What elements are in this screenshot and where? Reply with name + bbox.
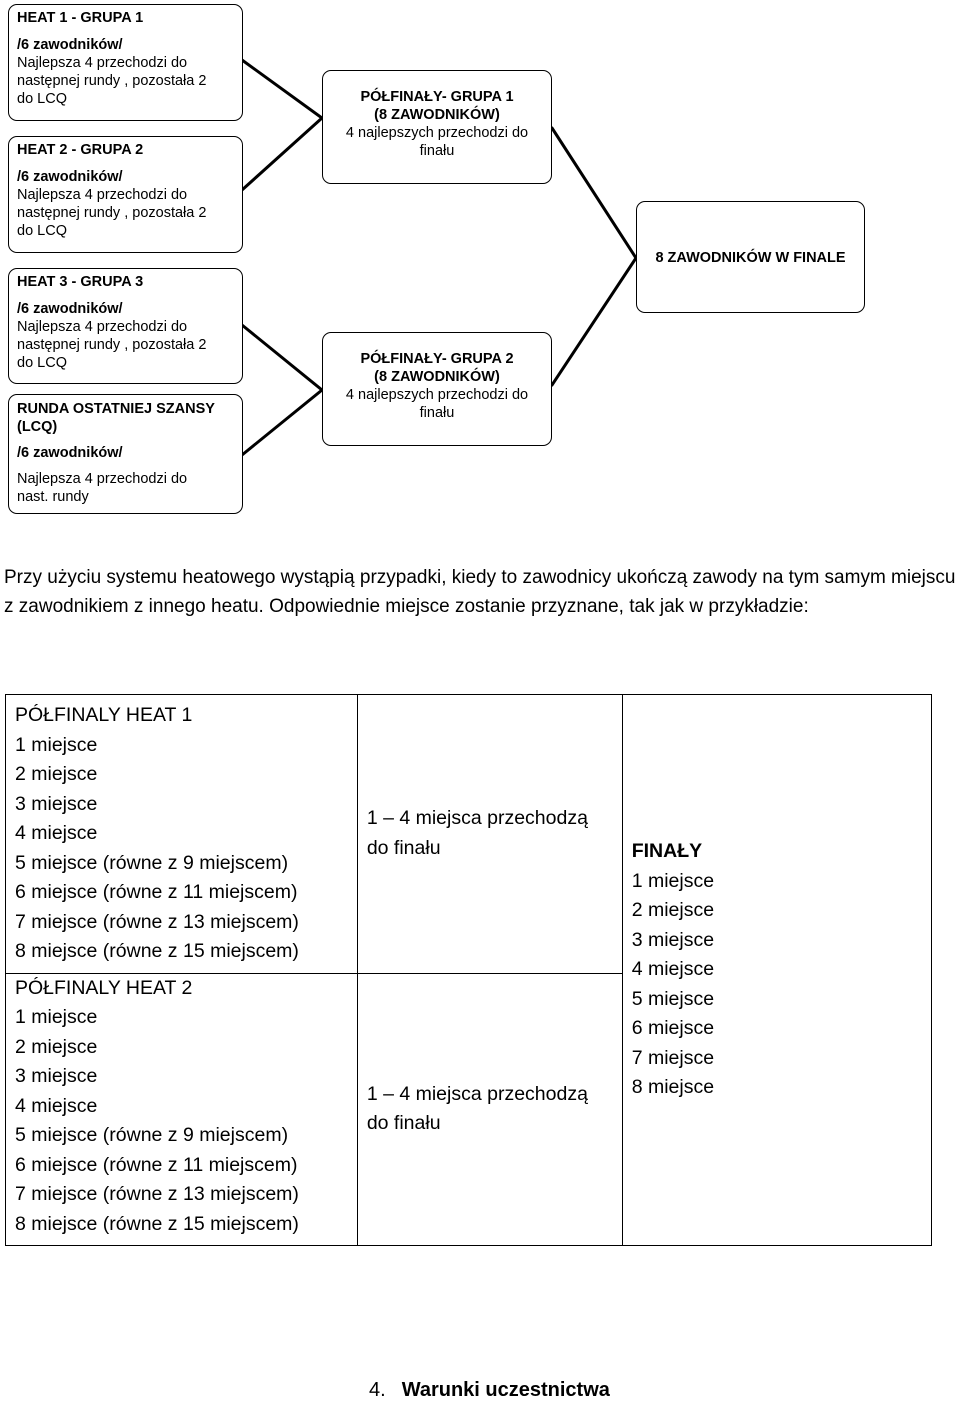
heat1-place: 6 miejsce (równe z 11 miejscem): [15, 881, 298, 903]
semifinal2-desc-line: 4 najlepszych przechodzi do: [345, 387, 529, 403]
semifinal1-desc-line: finału: [419, 143, 455, 159]
heat3-box: HEAT 3 - GRUPA 3 /6 zawodników/ Najlepsz…: [8, 268, 243, 384]
heat2-desc-line: do LCQ: [17, 223, 67, 239]
heat1-advance-line: 1 – 4 miejsca przechodzą: [366, 807, 588, 830]
finals-place: 3 miejsce: [631, 928, 715, 951]
heat2-place: 7 miejsce (równe z 13 miejscem): [15, 1183, 299, 1205]
placement-example-table: PÓŁFINALY HEAT 1 1 miejsce 2 miejsce 3 m…: [5, 694, 933, 1246]
heat2-advance-line: 1 – 4 miejsca przechodzą: [366, 1082, 588, 1105]
heat3-desc-line: następnej rundy , pozostała 2: [17, 337, 207, 353]
heat2-title: HEAT 2 - GRUPA 2: [17, 142, 144, 158]
heat2-box: HEAT 2 - GRUPA 2 /6 zawodników/ Najlepsz…: [8, 136, 243, 253]
heat1-advance-cell: 1 – 4 miejsca przechodzą do finału: [356, 694, 623, 974]
heat2-advance-line: do finału: [366, 1112, 441, 1135]
heat1-place: 7 miejsce (równe z 13 miejscem): [15, 910, 299, 933]
connector-semis-to-final: [550, 126, 638, 387]
section-number: 4.: [369, 1379, 386, 1401]
final-label: 8 ZAWODNIKÓW W FINALE: [655, 250, 846, 266]
heat1-count: /6 zawodników/: [17, 37, 123, 53]
explanation-paragraph: Przy użyciu systemu heatowego wystąpią p…: [4, 567, 956, 617]
lcq-desc-line: Najlepsza 4 przechodzi do: [17, 471, 188, 487]
lcq-title-line: RUNDA OSTATNIEJ SZANSY: [17, 401, 215, 417]
heat1-place: 3 miejsce: [15, 792, 98, 815]
heat2-place: 6 miejsce (równe z 11 miejscem): [15, 1153, 298, 1176]
heat2-count: /6 zawodników/: [17, 169, 123, 185]
heat2-table-title: PÓŁFINALY HEAT 2: [15, 976, 193, 999]
finals-place: 4 miejsce: [631, 958, 715, 981]
heat1-place: 8 miejsce (równe z 15 miejscem): [15, 940, 299, 962]
heat1-title: HEAT 1 - GRUPA 1: [17, 10, 144, 26]
lcq-desc-line: nast. rundy: [17, 489, 89, 505]
finals-place: 2 miejsce: [631, 899, 715, 922]
lcq-box: RUNDA OSTATNIEJ SZANSY (LCQ) /6 zawodnik…: [8, 394, 243, 514]
finals-title: FINAŁY: [631, 840, 703, 863]
heat1-advance-line: do finału: [366, 836, 441, 859]
heat3-count: /6 zawodników/: [17, 301, 123, 317]
connector-heat1-heat2-to-semi1: [240, 58, 325, 192]
semifinal1-subtitle: (8 ZAWODNIKÓW): [374, 107, 500, 123]
heat3-desc-line: Najlepsza 4 przechodzi do: [17, 319, 188, 335]
finals-place: 5 miejsce: [631, 987, 715, 1010]
lcq-count: /6 zawodników/: [17, 445, 123, 461]
finals-cell: FINAŁY 1 miejsce 2 miejsce 3 miejsce 4 m…: [621, 694, 933, 1246]
heat2-place: 3 miejsce: [15, 1065, 98, 1087]
connector-heat3-lcq-to-semi2: [240, 323, 325, 457]
semifinal1-title: PÓŁFINAŁY- GRUPA 1: [360, 89, 514, 105]
heat1-table-title: PÓŁFINALY HEAT 1: [15, 704, 193, 726]
heat1-cell: PÓŁFINALY HEAT 1 1 miejsce 2 miejsce 3 m…: [5, 694, 358, 974]
finals-place: 7 miejsce: [631, 1046, 715, 1069]
final-box: 8 ZAWODNIKÓW W FINALE: [636, 201, 865, 313]
heat1-desc-line: do LCQ: [17, 91, 67, 107]
semifinal2-subtitle: (8 ZAWODNIKÓW): [374, 369, 500, 385]
heat1-box: HEAT 1 - GRUPA 1 /6 zawodników/ Najlepsz…: [8, 4, 243, 121]
heat3-title: HEAT 3 - GRUPA 3: [17, 274, 144, 290]
semifinal1-desc-line: 4 najlepszych przechodzi do: [345, 125, 529, 141]
semifinal1-box: PÓŁFINAŁY- GRUPA 1 (8 ZAWODNIKÓW) 4 najl…: [322, 70, 552, 184]
heat2-place: 4 miejsce: [15, 1094, 98, 1117]
heat1-place: 5 miejsce (równe z 9 miejscem): [15, 851, 289, 874]
heat2-place: 1 miejsce: [15, 1006, 98, 1028]
semifinal2-title: PÓŁFINAŁY- GRUPA 2: [360, 351, 514, 367]
heat2-desc-line: następnej rundy , pozostała 2: [17, 205, 207, 221]
finals-place: 6 miejsce: [631, 1017, 715, 1040]
heat1-place: 1 miejsce: [15, 733, 98, 756]
heat1-place: 2 miejsce: [15, 763, 98, 785]
heat2-place: 5 miejsce (równe z 9 miejscem): [15, 1124, 289, 1146]
heat1-desc-line: następnej rundy , pozostała 2: [17, 73, 207, 89]
heat1-place: 4 miejsce: [15, 822, 98, 844]
semifinal2-desc-line: finału: [419, 405, 455, 421]
section-title: Warunki uczestnictwa: [401, 1379, 610, 1401]
lcq-title-line: (LCQ): [17, 419, 58, 435]
heat1-desc-line: Najlepsza 4 przechodzi do: [17, 55, 188, 71]
section-heading: 4. Warunki uczestnictwa: [369, 1377, 669, 1401]
heat2-place: 8 miejsce (równe z 15 miejscem): [15, 1212, 299, 1235]
heat2-place: 2 miejsce: [15, 1035, 98, 1058]
heat2-cell: PÓŁFINALY HEAT 2 1 miejsce 2 miejsce 3 m…: [5, 973, 358, 1246]
heat3-desc-line: do LCQ: [17, 355, 67, 371]
finals-place: 1 miejsce: [631, 869, 715, 892]
heat2-advance-cell: 1 – 4 miejsca przechodzą do finału: [356, 972, 623, 1246]
semifinal2-box: PÓŁFINAŁY- GRUPA 2 (8 ZAWODNIKÓW) 4 najl…: [322, 332, 552, 446]
finals-place: 8 miejsce: [631, 1076, 715, 1099]
heat2-desc-line: Najlepsza 4 przechodzi do: [17, 187, 188, 203]
